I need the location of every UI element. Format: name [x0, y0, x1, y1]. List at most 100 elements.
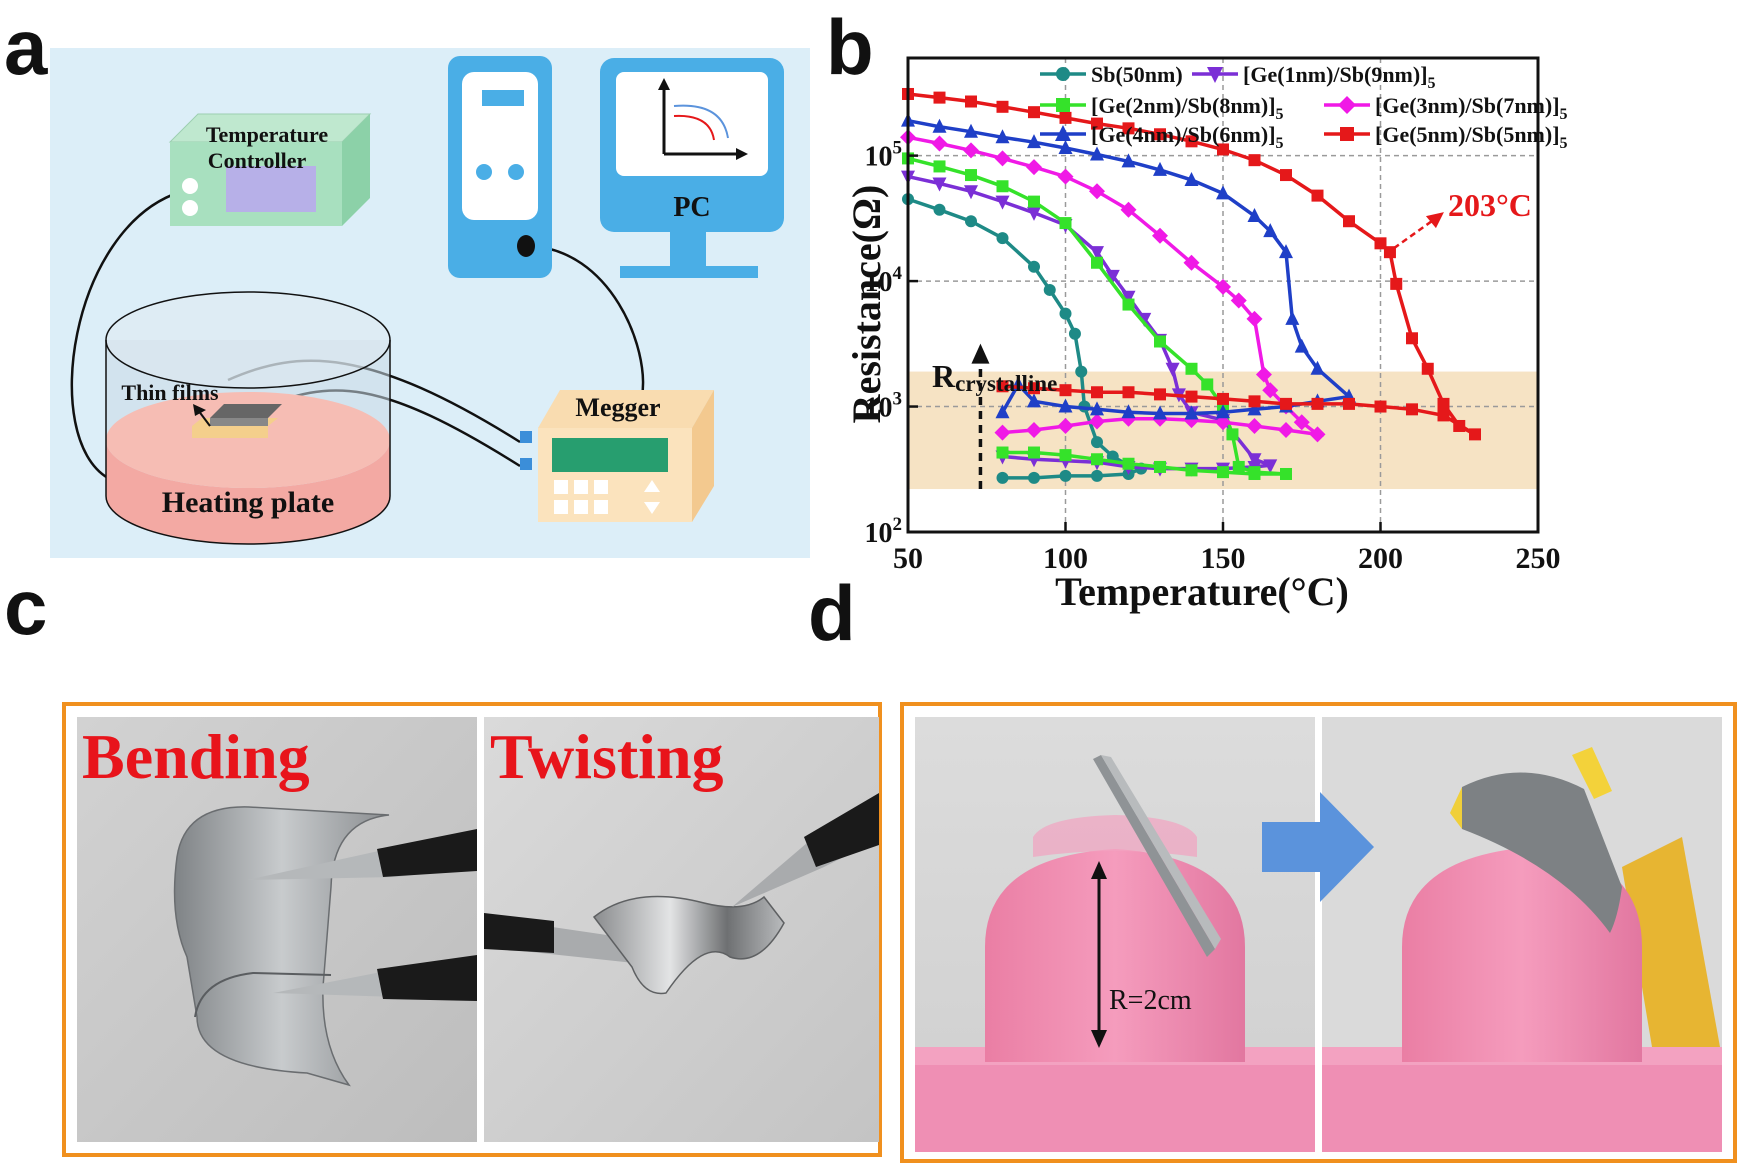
data-point: [1121, 153, 1136, 168]
data-point: [1028, 382, 1040, 395]
data-point: [1201, 378, 1214, 391]
data-point: [964, 185, 978, 200]
data-point: [1154, 335, 1166, 348]
data-point: [994, 424, 1011, 441]
data-point: [1226, 428, 1239, 441]
panel-label-b: b: [826, 3, 874, 91]
data-point: [965, 169, 977, 182]
data-point: [994, 150, 1011, 167]
data-point: [1185, 390, 1198, 403]
data-point: [1122, 457, 1135, 470]
data-point: [963, 142, 979, 159]
data-point: [1058, 140, 1073, 155]
panel-label-d: d: [808, 569, 856, 657]
data-point: [996, 446, 1009, 459]
data-point: [1343, 215, 1355, 228]
data-point: [1165, 362, 1180, 377]
legend-label: [Ge(5nm)/Sb(5nm)]5: [1375, 122, 1568, 152]
data-point: [1453, 419, 1466, 432]
x-tick-label: 200: [1358, 542, 1403, 575]
data-point: [1279, 244, 1293, 259]
controller-label-line1: Temperature: [206, 122, 328, 147]
y-tick-label: 103: [865, 389, 903, 424]
data-point: [1026, 422, 1042, 439]
data-point: [1075, 365, 1088, 378]
twisting-label: Twisting: [490, 721, 724, 792]
x-tick-label: 50: [893, 542, 923, 575]
data-point: [1294, 338, 1309, 353]
legend-marker: [1338, 96, 1356, 114]
data-point: [1089, 413, 1105, 430]
legend-marker: [1056, 67, 1070, 81]
legend-marker: [1055, 125, 1071, 141]
data-point: [964, 123, 978, 138]
y-tick-label: 105: [865, 138, 903, 173]
controller-label-line2: Controller: [208, 148, 307, 173]
data-point: [1091, 256, 1103, 269]
data-point: [995, 404, 1010, 419]
megger-device: Megger: [520, 390, 714, 522]
data-point: [1184, 171, 1199, 186]
data-point: [1185, 135, 1198, 148]
data-point: [1059, 307, 1072, 320]
legend-label: Sb(50nm): [1091, 62, 1183, 87]
data-point: [1390, 277, 1403, 290]
x-tick-label: 100: [1043, 542, 1088, 575]
series-5: [902, 87, 1481, 441]
thin-films-label: Thin films: [121, 380, 219, 405]
data-point: [1217, 143, 1229, 156]
data-point: [1090, 246, 1104, 261]
data-point: [1278, 422, 1294, 439]
data-point: [1280, 169, 1292, 182]
data-point: [1311, 397, 1324, 410]
data-point: [965, 95, 977, 108]
data-point: [1247, 453, 1262, 468]
data-point: [1343, 397, 1355, 410]
data-point: [1248, 467, 1261, 480]
data-point: [1153, 405, 1167, 420]
data-point: [1059, 449, 1072, 462]
band-label-main: R: [932, 358, 956, 394]
data-point: [1311, 189, 1324, 202]
data-point: [1059, 217, 1072, 230]
x-axis-label: Temperature(°C): [1055, 569, 1349, 614]
data-point: [1122, 122, 1135, 135]
data-point: [1285, 310, 1300, 325]
data-point: [1374, 237, 1387, 250]
x-tick-label: 250: [1516, 542, 1561, 575]
data-point: [1027, 206, 1041, 221]
band-label: Rcrystalline: [932, 358, 1057, 396]
data-point: [1247, 208, 1262, 223]
chart-legend: Sb(50nm)[Ge(1nm)/Sb(9nm)]5[Ge(2nm)/Sb(8n…: [1040, 62, 1568, 152]
data-point: [1068, 327, 1081, 340]
bending-label: Bending: [82, 721, 310, 792]
data-point: [1058, 398, 1073, 413]
data-point: [1057, 168, 1074, 185]
data-point: [1091, 436, 1103, 449]
transition-arrow-head: [1425, 212, 1444, 229]
pc-label: PC: [673, 192, 710, 223]
megger-label: Megger: [575, 393, 660, 422]
data-point: [1026, 159, 1042, 176]
data-point: [996, 100, 1009, 113]
data-point: [1230, 292, 1247, 309]
data-point: [1262, 382, 1279, 399]
data-point: [1383, 246, 1396, 259]
data-point: [1059, 111, 1072, 124]
data-point: [1217, 392, 1229, 405]
legend-marker: [1207, 67, 1223, 83]
legend-item: [Ge(4nm)/Sb(6nm)]5: [1040, 122, 1284, 152]
data-point: [1374, 400, 1387, 413]
data-point: [1120, 201, 1137, 218]
data-point: [1059, 384, 1072, 397]
data-point: [1246, 417, 1263, 434]
data-point: [1247, 401, 1262, 416]
legend-marker: [1340, 127, 1354, 141]
panel-label-c: c: [4, 563, 48, 651]
data-point: [1437, 409, 1450, 422]
flex-photo-frame-c: [62, 702, 882, 1157]
data-point: [1215, 278, 1231, 295]
transition-arrow: [1393, 217, 1437, 250]
data-point: [995, 129, 1010, 144]
legend-label: [Ge(3nm)/Sb(7nm)]5: [1375, 93, 1568, 123]
